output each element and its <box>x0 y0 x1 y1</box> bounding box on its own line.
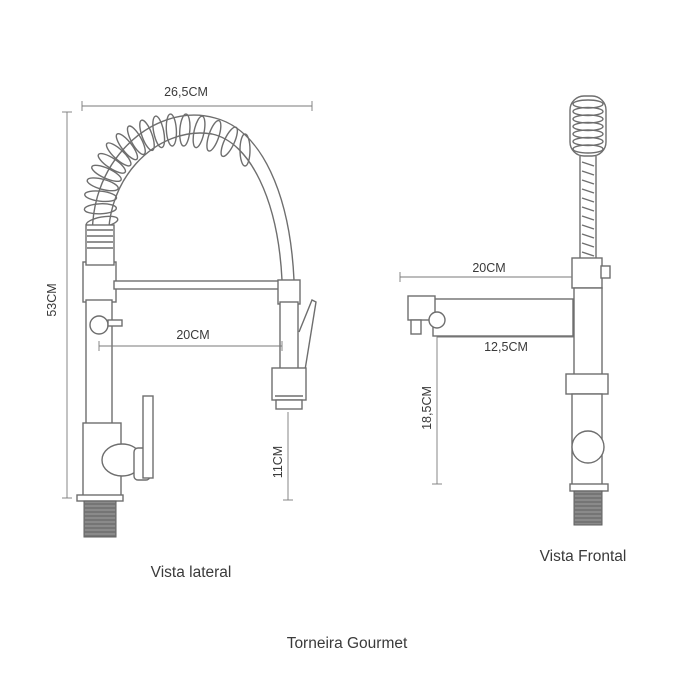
side-joint-knob <box>89 315 109 335</box>
side-mixer-handle <box>142 395 154 479</box>
front-base <box>569 483 609 492</box>
front-thread <box>573 490 603 526</box>
thread-line <box>581 179 595 185</box>
spring-loop <box>86 177 119 192</box>
side-spray-head-body <box>279 301 299 371</box>
side-view: 26,5CM 53CM <box>45 85 317 581</box>
spring-loop <box>178 113 191 147</box>
spring-loop <box>239 133 251 167</box>
side-base <box>76 494 124 502</box>
spring-loop <box>192 115 206 149</box>
spring-loop <box>105 142 132 167</box>
front-view-caption: Vista Frontal <box>540 548 627 565</box>
thread-line <box>581 197 595 203</box>
spring-loop <box>220 126 239 158</box>
front-reach-label: 12,5CM <box>484 340 528 354</box>
front-coil-top <box>569 95 607 157</box>
side-height-label: 53CM <box>45 283 59 316</box>
thread-line <box>581 161 595 167</box>
spring-loop <box>165 113 178 147</box>
side-thread <box>83 500 117 538</box>
spring-loop <box>206 119 222 152</box>
side-height-dimension: 53CM <box>45 111 72 499</box>
front-view: 20CM 12,5CM 18,5CM Vista Frontal <box>399 95 627 565</box>
drawing-title: Torneira Gourmet <box>287 635 408 652</box>
side-reach-label: 20CM <box>176 328 209 342</box>
side-view-caption: Vista lateral <box>151 564 232 581</box>
front-mixer-cartridge <box>571 430 605 464</box>
thread-line <box>581 215 595 221</box>
thread-line <box>581 224 595 230</box>
spring-loop <box>115 132 139 161</box>
spring-loop <box>152 115 166 149</box>
spring-loop <box>91 164 122 183</box>
side-spout-height-dimension: 11CM <box>271 412 293 501</box>
side-spring-coil <box>83 113 251 229</box>
side-spout-height-label: 11CM <box>271 446 285 478</box>
thread-line <box>581 170 595 176</box>
front-column-collar <box>565 373 609 395</box>
side-support-arm <box>113 280 280 290</box>
front-arm-dimension: 20CM <box>399 261 572 282</box>
front-spring-coil <box>572 99 604 266</box>
front-arm-clamp <box>571 257 603 289</box>
side-hose-inner <box>107 132 283 281</box>
side-column-upper <box>85 224 115 266</box>
side-width-label: 26,5CM <box>164 85 208 99</box>
thread-line <box>581 206 595 212</box>
spring-loop <box>139 119 155 152</box>
spring-loop <box>84 190 118 203</box>
side-hose-outer <box>91 114 295 281</box>
front-height-label: 18,5CM <box>420 386 434 430</box>
side-reach-dimension: 20CM <box>98 328 283 351</box>
front-height-dimension: 18,5CM <box>420 336 442 485</box>
side-width-dimension: 26,5CM <box>81 85 313 111</box>
front-arm-label: 20CM <box>472 261 505 275</box>
thread-line <box>581 251 595 257</box>
spring-loop <box>97 152 127 174</box>
spring-loop <box>83 203 118 215</box>
spring-loop <box>572 144 604 154</box>
side-spray-head-top <box>277 279 301 305</box>
thread-line <box>581 242 595 248</box>
side-spray-lever <box>298 299 317 371</box>
spring-loop <box>126 125 146 156</box>
side-column-sleeve <box>82 261 117 303</box>
side-spray-nozzle <box>271 367 307 401</box>
front-column <box>573 287 603 377</box>
thread-line <box>581 188 595 194</box>
front-spout-arm <box>432 298 574 337</box>
thread-line <box>581 233 595 239</box>
